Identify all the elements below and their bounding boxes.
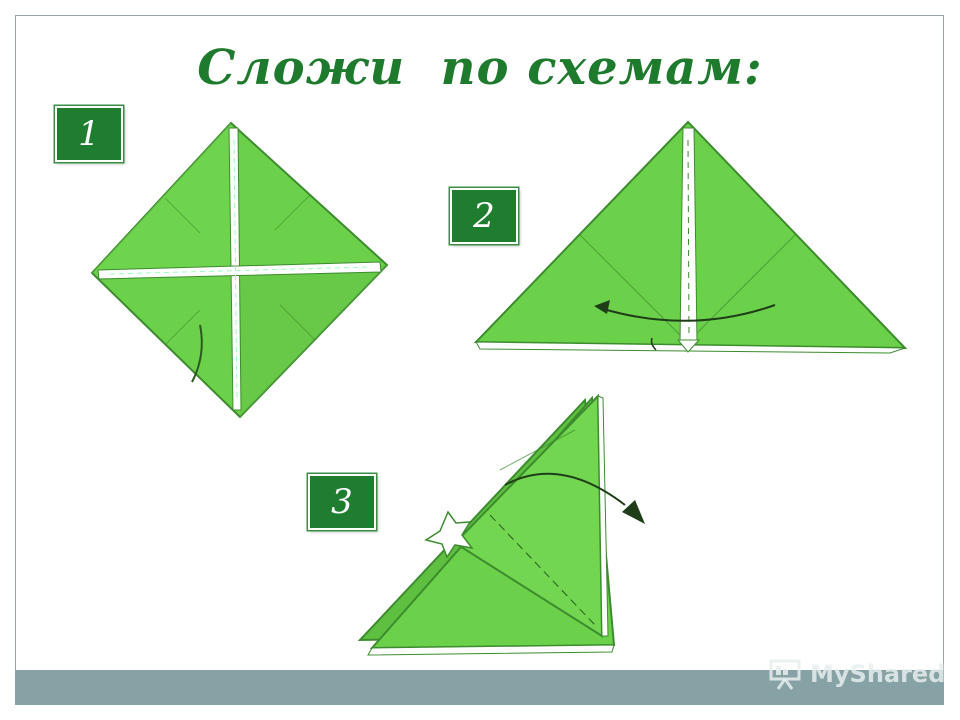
slide-title: Сложи по схемам: [197, 40, 763, 96]
watermark: MyShared [768, 656, 945, 692]
step-badge-1: 1 [55, 106, 123, 162]
watermark-text: MyShared [810, 660, 946, 688]
presentation-board-icon [769, 659, 801, 690]
step-badge-2: 2 [450, 188, 518, 244]
step-badge-3: 3 [308, 474, 376, 530]
